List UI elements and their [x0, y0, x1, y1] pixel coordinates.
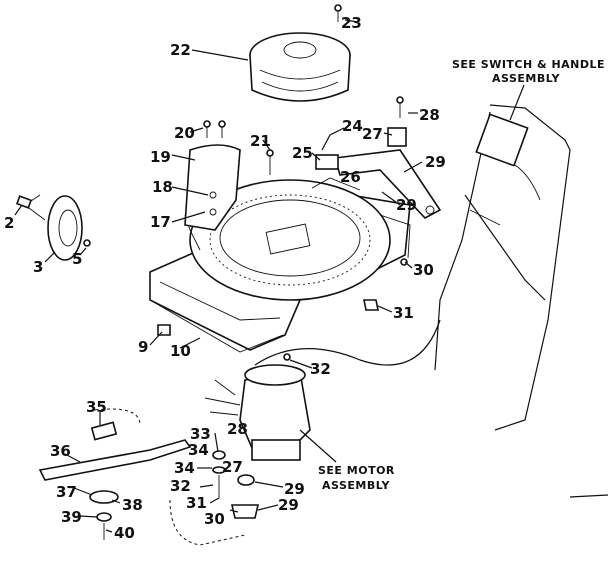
callout-10: 10: [170, 342, 191, 360]
callout-39: 38: [122, 496, 143, 514]
callout-34a: 33: [190, 425, 211, 443]
callout-18: 24: [342, 117, 363, 135]
callout-34b: 34: [174, 459, 195, 477]
callout-5: 5: [72, 250, 82, 268]
power-cord: [254, 319, 441, 366]
callout-30: 29: [278, 496, 299, 514]
callout-24: 29: [396, 196, 417, 214]
note-switch-handle-line2: ASSEMBLY: [492, 72, 561, 85]
callout-2: 2: [4, 214, 14, 232]
callout-22: 28: [419, 106, 440, 124]
callout-20: 26: [340, 168, 361, 186]
rear-bracket: [315, 127, 442, 219]
callout-32: 31: [186, 494, 207, 512]
callout-21: 27: [362, 125, 383, 143]
callout-19: 25: [292, 144, 313, 162]
callout-29a: 28: [227, 420, 248, 438]
callout-15: 21: [250, 132, 271, 150]
leader-lines: [14, 19, 608, 533]
handle-assembly: [434, 104, 571, 431]
callout-13: 19: [150, 148, 171, 166]
callout-9: 9: [138, 338, 148, 356]
hardware: [157, 4, 408, 361]
callout-40: 39: [61, 508, 82, 526]
wheel-assembly: [15, 194, 91, 261]
callout-17: 23: [341, 14, 362, 32]
callout-23: 29: [425, 153, 446, 171]
note-switch-handle-line1: SEE SWITCH & HANDLE: [452, 58, 605, 71]
callout-41: 40: [114, 524, 135, 542]
mower-deck: [149, 177, 411, 353]
callout-36: 35: [86, 398, 107, 416]
callout-28: 27: [222, 458, 243, 476]
callout-33: 32: [170, 477, 191, 495]
callout-3: 3: [33, 258, 43, 276]
callout-14: 20: [174, 124, 195, 142]
callout-26: 31: [393, 304, 414, 322]
callout-12: 18: [152, 178, 173, 196]
callout-labels: 23 22 24 27 28 29 29 30 31 32 26 25 21 2…: [4, 14, 605, 542]
callout-16: 22: [170, 41, 191, 59]
motor-cover: [249, 32, 351, 102]
callout-29b: 29: [284, 480, 305, 498]
callout-37: 36: [50, 442, 71, 460]
callout-25: 30: [413, 261, 434, 279]
note-motor-line1: SEE MOTOR: [318, 464, 395, 477]
motor: [204, 364, 311, 461]
callout-35: 34: [188, 441, 209, 459]
callout-11: 17: [150, 213, 171, 231]
bracket: [184, 144, 241, 231]
note-motor-line2: ASSEMBLY: [322, 479, 391, 492]
callout-27: 32: [310, 360, 331, 378]
callout-38: 37: [56, 483, 77, 501]
blade-assembly: [38, 408, 260, 546]
callout-31: 30: [204, 510, 225, 528]
